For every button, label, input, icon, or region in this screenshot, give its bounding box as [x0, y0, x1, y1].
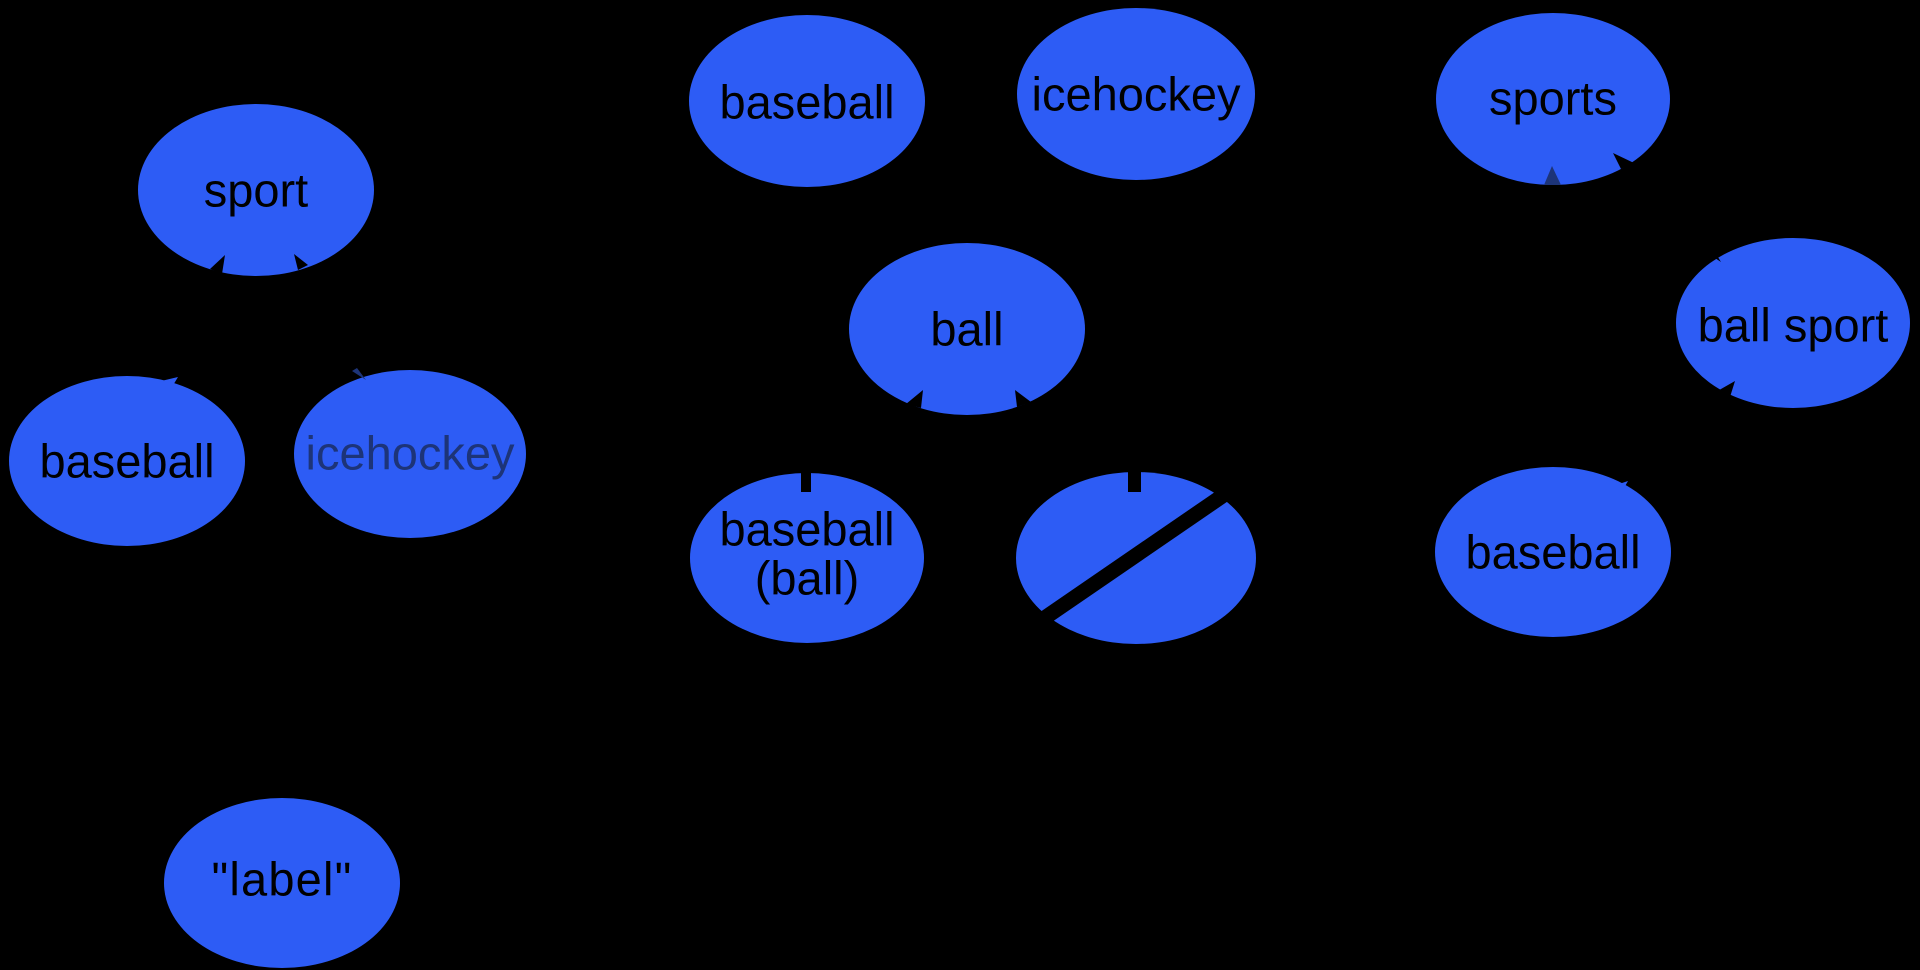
svg-text:baseball: baseball: [719, 503, 894, 556]
svg-text:ball: ball: [930, 303, 1003, 356]
svg-text:baseball: baseball: [1465, 526, 1640, 579]
svg-text:baseball: baseball: [39, 435, 214, 488]
svg-text:icehockey: icehockey: [306, 427, 515, 480]
svg-text:(ball): (ball): [755, 552, 859, 605]
svg-text:sport: sport: [204, 164, 309, 217]
svg-text:icehockey: icehockey: [1032, 68, 1241, 121]
svg-text:baseball: baseball: [719, 76, 894, 129]
svg-text:sports: sports: [1489, 72, 1617, 125]
svg-text:ball sport: ball sport: [1698, 299, 1889, 352]
svg-text:"label": "label": [211, 853, 352, 906]
